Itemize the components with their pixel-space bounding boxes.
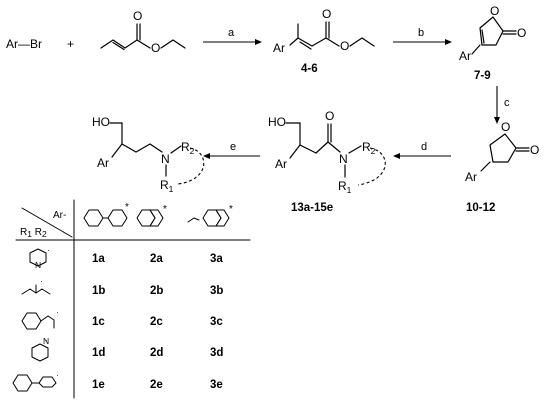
compound-7-9: O O Ar 7-9 — [459, 4, 526, 82]
svg-text:O: O — [133, 9, 142, 23]
svg-text:·: · — [56, 307, 59, 317]
svg-text:HO: HO — [268, 115, 286, 129]
svg-text:·: · — [40, 276, 43, 286]
table-cell: 3c — [210, 316, 223, 328]
table-cell: 1d — [92, 347, 105, 359]
svg-text:O: O — [517, 26, 526, 40]
table-cell: 1b — [92, 285, 105, 297]
svg-text:Ar: Ar — [465, 170, 477, 184]
svg-text:N: N — [339, 152, 348, 166]
svg-text:R1: R1 — [338, 179, 352, 195]
svg-text:7-9: 7-9 — [474, 70, 491, 82]
svg-text:O: O — [322, 7, 331, 21]
svg-text:R2: R2 — [362, 140, 376, 156]
svg-text:·: · — [45, 335, 48, 345]
svg-text:O: O — [490, 4, 499, 18]
table-cell: 1e — [92, 379, 105, 391]
svg-text:a: a — [228, 27, 235, 39]
amine-morpholine-structure: N · — [29, 245, 50, 270]
svg-text:O: O — [501, 120, 510, 134]
plus-sign: + — [67, 37, 74, 51]
ar-biphenyl-structure: * — [83, 202, 129, 227]
table-cell: 3d — [210, 347, 223, 359]
svg-text:*: * — [125, 202, 129, 213]
svg-text:c: c — [504, 97, 510, 109]
svg-text:*: * — [229, 204, 233, 215]
svg-text:N: N — [43, 336, 49, 346]
svg-text:13a-15e: 13a-15e — [291, 202, 333, 214]
svg-text:R2: R2 — [181, 140, 195, 156]
compound-13a-15e: HO Ar O N R2 R1 13a-15e — [268, 109, 386, 214]
svg-text:·: · — [47, 245, 50, 255]
ar-methoxynaphthyl-structure: * — [187, 204, 233, 227]
table-cell: 1a — [92, 253, 105, 265]
table-cell: 2d — [150, 347, 163, 359]
table-header-amine: R1 R2 — [20, 227, 47, 239]
arrow-step-b: b — [393, 27, 452, 45]
svg-text:O: O — [325, 109, 334, 123]
arrow-step-d: d — [393, 141, 451, 159]
svg-text:b: b — [418, 27, 424, 39]
amine-benzylmethylamine-structure: · — [21, 307, 59, 330]
table-cell: 2c — [150, 316, 163, 328]
table-cell: 1c — [92, 316, 105, 328]
svg-text:10-12: 10-12 — [466, 202, 495, 214]
svg-text:R1: R1 — [160, 178, 174, 194]
table-cell: 2a — [150, 253, 163, 265]
ar-naphthyl-structure: * — [136, 204, 167, 227]
svg-text:O: O — [340, 39, 349, 53]
svg-text:N: N — [35, 260, 41, 270]
table-header-ar: Ar- — [53, 210, 66, 221]
svg-text:O: O — [530, 143, 539, 157]
svg-text:Ar: Ar — [97, 156, 109, 170]
svg-text:4-6: 4-6 — [301, 63, 318, 75]
table-cell: 3e — [210, 379, 223, 391]
svg-text:d: d — [421, 141, 427, 153]
arrow-step-a: a — [203, 27, 262, 45]
table-cell: 3a — [210, 253, 223, 265]
table-cell: 2e — [150, 379, 163, 391]
table-cell: 3b — [210, 285, 223, 297]
ethyl-crotonate: O O — [100, 9, 186, 55]
svg-text:N: N — [161, 152, 170, 166]
compound-10-12: O O Ar 10-12 — [465, 120, 539, 214]
arrow-step-c: c — [494, 86, 510, 124]
svg-text:Ar: Ar — [275, 157, 287, 171]
table-cell: 2b — [150, 285, 163, 297]
amine-piperidine-structure: N · — [31, 335, 49, 362]
svg-text:*: * — [163, 204, 167, 215]
svg-text:e: e — [230, 141, 236, 153]
amine-diethylamine-structure: · — [21, 276, 51, 295]
reactant-aryl-bromide: Ar—Br — [6, 37, 42, 51]
svg-text:HO: HO — [92, 115, 110, 129]
compound-4-6: Ar O O 4-6 — [273, 7, 375, 75]
amine-benzylpiperidine-structure: · — [12, 370, 59, 392]
final-amino-alcohol: HO Ar N R2 R1 — [92, 115, 205, 194]
svg-text:·: · — [56, 370, 59, 380]
substituent-table: Ar- R1 R2 * * * N — [12, 199, 251, 399]
arrow-step-e: e — [203, 141, 260, 159]
svg-text:O: O — [151, 41, 160, 55]
svg-text:Ar: Ar — [459, 49, 471, 63]
svg-text:Ar: Ar — [273, 41, 285, 55]
